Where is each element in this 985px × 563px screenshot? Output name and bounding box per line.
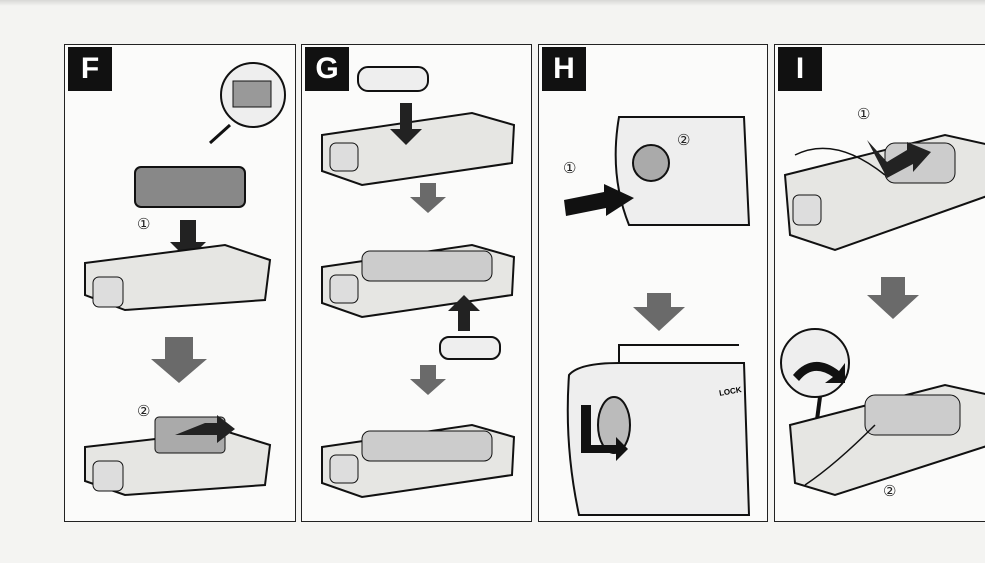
panel-label: F [68, 47, 112, 91]
arrow-rotate-icon [581, 405, 628, 461]
arrow-down-icon [410, 365, 446, 395]
arrow-down-icon [151, 337, 207, 383]
panel-h: H ① ② LOCK [538, 44, 768, 522]
step-number: ② [677, 132, 691, 149]
camera-body [614, 116, 751, 226]
arrow-down-icon [633, 293, 685, 331]
panel-label: G [305, 47, 349, 91]
step-number: ① [137, 216, 151, 233]
battery-holder [321, 111, 516, 187]
page-edge [0, 0, 985, 6]
illustration-attach-to-camera [564, 116, 751, 516]
aa-battery [357, 66, 429, 92]
illustration-ac-adapter [780, 133, 985, 497]
arrow-slide-icon [175, 415, 235, 443]
dc-cable [804, 424, 876, 486]
panel-g: G [301, 44, 532, 522]
arrow-insert-icon [564, 184, 634, 216]
panel-f: F ① ② [64, 44, 296, 522]
illustration-insert-aa-batteries [321, 66, 516, 499]
dc-cable [794, 147, 886, 176]
arrow-down-icon [410, 183, 446, 213]
panel-i: I ① ② [774, 44, 985, 522]
battery-pack [134, 166, 246, 208]
step-number: ① [857, 106, 871, 123]
arrow-slide-icon [867, 140, 931, 178]
step-number: ① [563, 160, 577, 177]
arrow-down-icon [867, 277, 919, 319]
aa-battery [439, 336, 501, 360]
panel-label: H [542, 47, 586, 91]
illustration-insert-battery [84, 62, 286, 497]
panel-label: I [778, 47, 822, 91]
step-number: ② [883, 483, 897, 500]
step-number: ② [137, 403, 151, 420]
battery-grip [84, 243, 272, 312]
camera-with-grip [566, 362, 751, 516]
